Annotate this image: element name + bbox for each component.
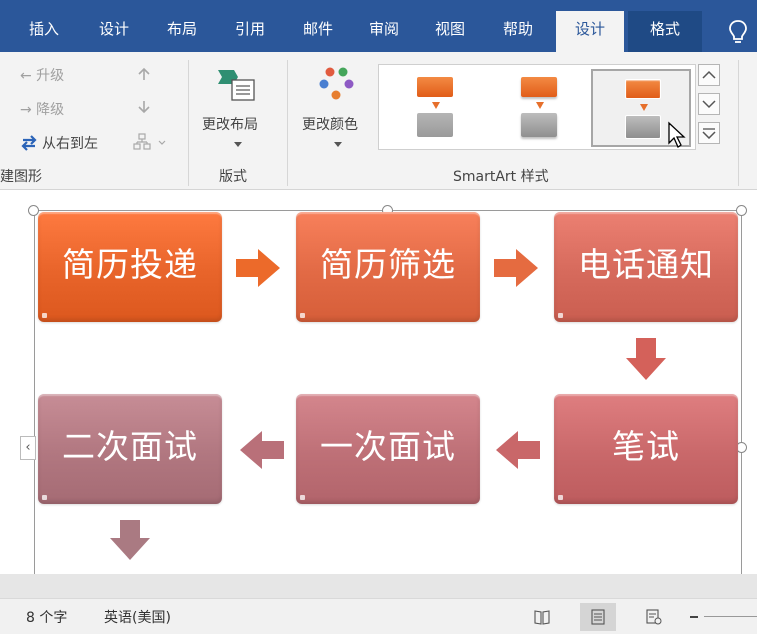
language-indicator[interactable]: 英语(美国) [104, 610, 171, 626]
document-canvas: ‹ 简历投递 简历筛选 电话通知 二次面试 一次面试 笔试 [0, 190, 757, 574]
mouse-cursor-icon [668, 121, 686, 148]
gallery-scroll-up-button[interactable] [698, 64, 720, 86]
layout-org-icon[interactable] [132, 132, 172, 152]
move-up-icon[interactable] [137, 67, 151, 81]
word-count[interactable]: 8 个字 [26, 610, 68, 626]
process-step-6[interactable]: 二次面试 [38, 394, 222, 504]
read-mode-button[interactable] [524, 603, 560, 631]
process-step-5[interactable]: 一次面试 [296, 394, 480, 504]
process-step-2[interactable]: 简历筛选 [296, 212, 480, 322]
style-option-2[interactable] [489, 69, 589, 147]
zoom-slider[interactable] [704, 616, 757, 617]
web-page-icon [646, 609, 662, 625]
arrow-down-2 [110, 520, 150, 560]
gallery-more-button[interactable] [698, 122, 720, 144]
promote-button[interactable]: ← 升级 [20, 68, 65, 84]
more-options-icon [702, 128, 716, 139]
arrow-right-1 [236, 249, 280, 287]
zoom-out-button[interactable] [690, 616, 698, 618]
lightbulb-icon[interactable] [726, 18, 750, 46]
style-shape-top [625, 79, 661, 99]
change-colors-button[interactable]: 更改颜色 [298, 62, 374, 160]
tab-insert[interactable]: 插入 [28, 20, 59, 38]
arrow-left-1 [496, 431, 540, 469]
smartart-style-gallery [378, 64, 696, 150]
style-arrow [536, 102, 544, 109]
tab-format[interactable]: 格式 [628, 11, 702, 52]
dropdown-caret-icon [234, 142, 242, 147]
style-shape-bottom [417, 113, 453, 137]
demote-button[interactable]: → 降级 [20, 102, 65, 118]
color-palette-icon [319, 67, 354, 100]
gallery-scroll-down-button[interactable] [698, 93, 720, 115]
change-layout-button[interactable]: 更改布局 [198, 62, 278, 160]
group-separator [188, 60, 189, 186]
group-separator [738, 60, 739, 186]
style-shape-top [417, 77, 453, 97]
page-icon [591, 609, 605, 625]
right-to-left-button[interactable]: 从右到左 [20, 132, 140, 154]
status-bar: 8 个字 英语(美国) [0, 598, 757, 634]
resize-handle-top-left[interactable] [28, 205, 39, 216]
book-icon [534, 610, 550, 625]
style-shape-bottom [521, 113, 557, 137]
arrow-down-1 [626, 338, 666, 380]
tab-help[interactable]: 帮助 [502, 20, 533, 38]
layout-icon [218, 70, 255, 101]
tab-references[interactable]: 引用 [234, 20, 265, 38]
resize-handle-top-right[interactable] [736, 205, 747, 216]
tab-mailings[interactable]: 邮件 [302, 20, 333, 38]
print-layout-button[interactable] [580, 603, 616, 631]
change-layout-label: 更改布局 [202, 117, 258, 133]
tab-smartart-design[interactable]: 设计 [556, 11, 624, 52]
style-shape-bottom [625, 115, 661, 139]
group-separator [287, 60, 288, 186]
tab-layout[interactable]: 布局 [166, 20, 197, 38]
right-to-left-label: 从右到左 [42, 136, 98, 152]
layouts-group-label: 版式 [219, 169, 247, 185]
dropdown-caret-icon [334, 142, 342, 147]
style-arrow [640, 104, 648, 111]
web-layout-button[interactable] [636, 603, 672, 631]
process-step-3[interactable]: 电话通知 [554, 212, 738, 322]
ribbon-tab-bar: 插入 设计 布局 引用 邮件 审阅 视图 帮助 设计 格式 [0, 0, 757, 52]
style-shape-top [521, 77, 557, 97]
style-arrow [432, 102, 440, 109]
horizontal-scroll-area [0, 574, 757, 598]
tab-design[interactable]: 设计 [98, 20, 129, 38]
tab-view[interactable]: 视图 [434, 20, 465, 38]
change-colors-label: 更改颜色 [302, 117, 358, 133]
smartart-styles-group-label: SmartArt 样式 [453, 169, 549, 185]
create-graphic-group-label: 建图形 [0, 169, 42, 185]
swap-arrows-icon [21, 135, 37, 151]
process-step-1[interactable]: 简历投递 [38, 212, 222, 322]
text-pane-toggle[interactable]: ‹ [20, 436, 36, 460]
arrow-left-2 [240, 431, 284, 469]
chevron-up-icon [702, 70, 716, 79]
move-down-icon[interactable] [137, 100, 151, 114]
tab-review[interactable]: 审阅 [368, 20, 399, 38]
style-option-1[interactable] [385, 69, 485, 147]
process-step-4[interactable]: 笔试 [554, 394, 738, 504]
arrow-right-2 [494, 249, 538, 287]
ribbon-body: ← 升级 → 降级 从右到左 建图形 更改布局 版式 [0, 52, 757, 190]
chevron-down-icon [702, 100, 716, 109]
